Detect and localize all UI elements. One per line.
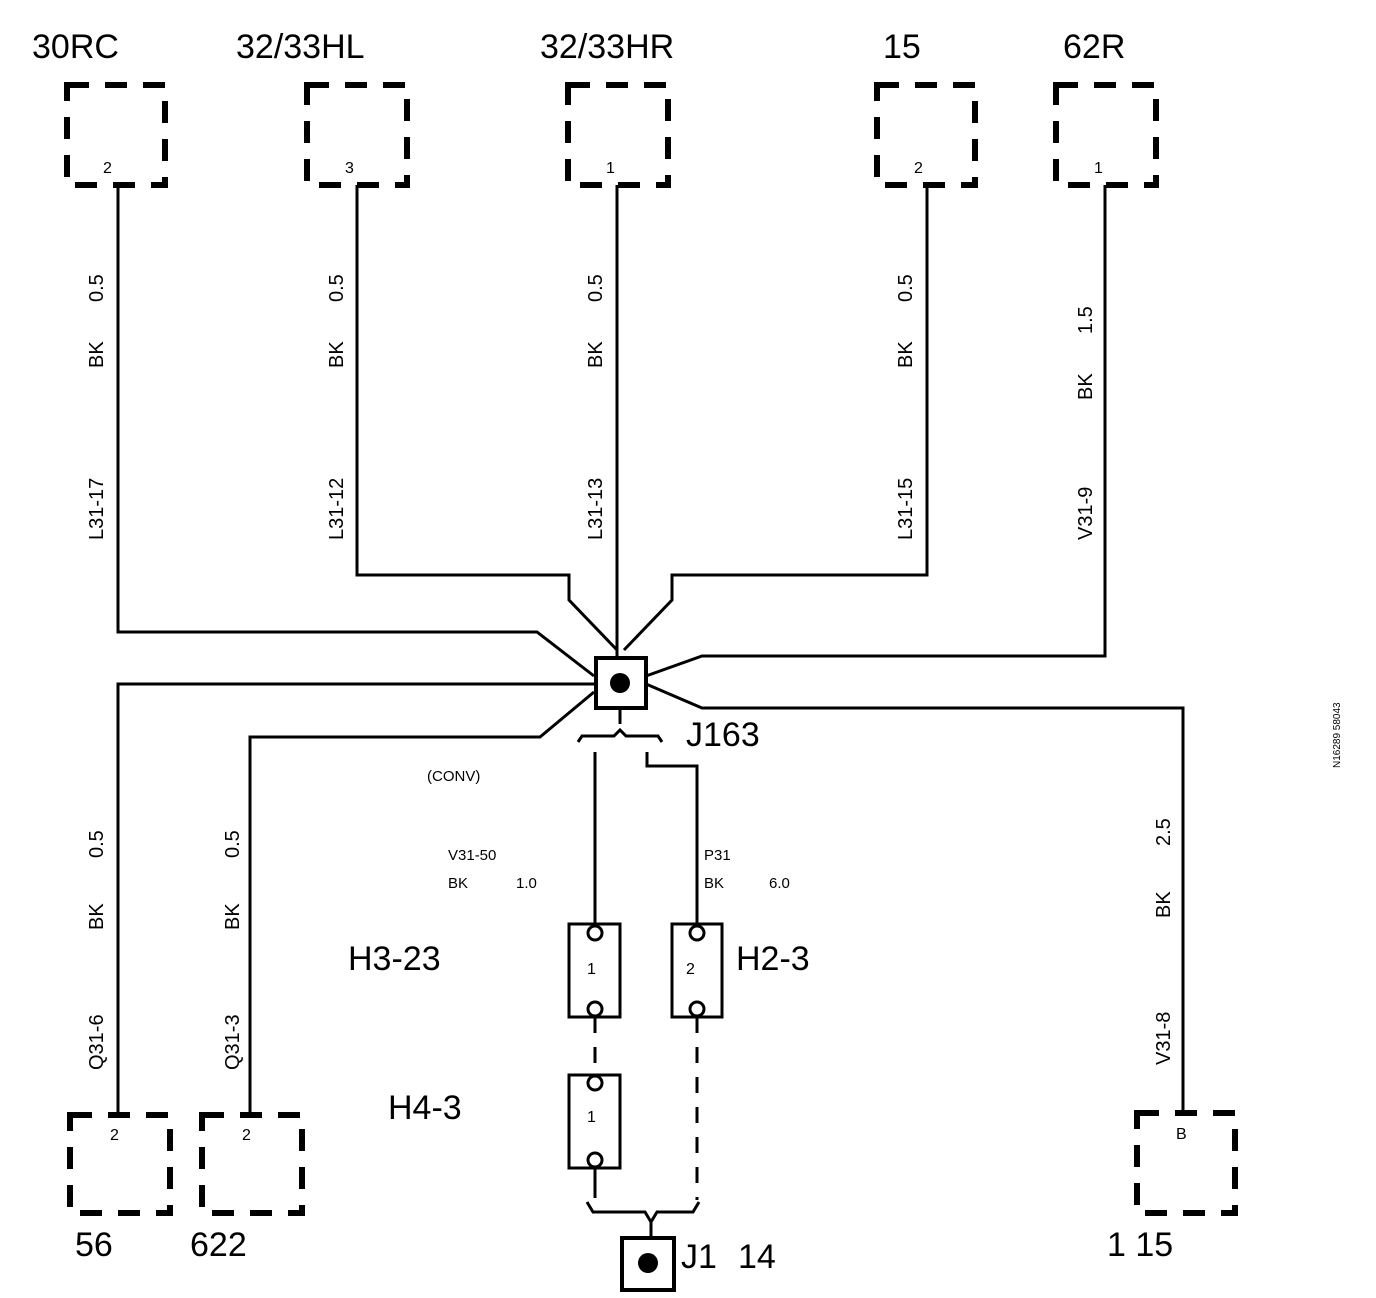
wire-circuit: L31-15 xyxy=(895,478,917,540)
wire-l31-15: 0.5 BK L31-15 xyxy=(622,185,929,652)
wire-circuit: V31-9 xyxy=(1075,487,1097,540)
wire-color: BK xyxy=(86,341,108,368)
pin-number: 1 xyxy=(606,160,615,177)
connector-label: 56 xyxy=(75,1226,113,1264)
wire-l31-12: 0.5 BK L31-12 xyxy=(326,185,619,652)
wire-v31-50: V31-50 BK 1.0 xyxy=(448,752,597,924)
fuse-label: H3-23 xyxy=(348,940,441,978)
fuse-label: H2-3 xyxy=(736,940,810,978)
wire-color: BK xyxy=(448,875,468,892)
connector-30rc: 30RC 2 xyxy=(32,28,168,188)
ground-dot xyxy=(638,1253,658,1273)
fuse-h4-3: 1 H4-3 xyxy=(388,1073,622,1170)
wire-color: BK xyxy=(585,341,607,368)
fuse-h2-3: 2 H2-3 xyxy=(670,922,810,1019)
connector-label: 622 xyxy=(190,1226,247,1264)
ground-label: J1 xyxy=(681,1238,717,1276)
fuse-h3-23: 1 H3-23 xyxy=(348,922,622,1019)
wire-color: BK xyxy=(86,903,108,930)
wire-size: 0.5 xyxy=(86,830,108,858)
conv-note: (CONV) xyxy=(427,768,480,785)
wire-color: BK xyxy=(1075,373,1097,400)
wire-circuit: Q31-3 xyxy=(222,1014,244,1070)
connector-label: 62R xyxy=(1063,28,1125,66)
wire-size: 0.5 xyxy=(585,274,607,302)
connector-32-33hl: 32/33HL 3 xyxy=(236,28,410,188)
connector-label: 1 15 xyxy=(1107,1226,1173,1264)
fuse-number: 2 xyxy=(686,961,695,978)
connector-label: 30RC xyxy=(32,28,119,66)
wire-size: 1.0 xyxy=(516,875,537,892)
wire-size: 6.0 xyxy=(769,875,790,892)
connector-62r: 62R 1 xyxy=(1053,28,1159,188)
fuse-label: H4-3 xyxy=(388,1089,462,1127)
brace-j1 xyxy=(585,1201,701,1225)
splice-j163: J163 xyxy=(594,656,760,754)
pin-number: 2 xyxy=(110,1127,119,1144)
wire-circuit: V31-50 xyxy=(448,847,496,864)
connector-1-15: B 1 15 xyxy=(1107,1110,1238,1264)
wire-l31-17: 0.5 BK L31-17 xyxy=(86,185,595,678)
wire-circuit: P31 xyxy=(704,847,731,864)
wire-circuit: L31-13 xyxy=(585,478,607,540)
connector-622: 2 622 xyxy=(190,1112,305,1264)
wire-size: 0.5 xyxy=(895,274,917,302)
wire-circuit: Q31-6 xyxy=(86,1014,108,1070)
connector-label: 15 xyxy=(883,28,921,66)
pin-number: 3 xyxy=(345,160,354,177)
pin-number: 2 xyxy=(103,160,112,177)
wire-color: BK xyxy=(1153,891,1175,918)
brace-j163 xyxy=(576,727,664,743)
wire-circuit: V31-8 xyxy=(1153,1012,1175,1065)
wire-circuit: L31-12 xyxy=(326,478,348,540)
wire-size: 0.5 xyxy=(326,274,348,302)
wire-color: BK xyxy=(704,875,724,892)
wire-color: BK xyxy=(326,341,348,368)
wire-circuit: L31-17 xyxy=(86,478,108,540)
wire-q31-6: 0.5 BK Q31-6 xyxy=(86,682,594,1115)
wire-size: 2.5 xyxy=(1153,818,1175,846)
pin-number: 1 xyxy=(1094,160,1103,177)
wire-size: 0.5 xyxy=(222,830,244,858)
pin-number: B xyxy=(1176,1126,1187,1143)
connector-56: 2 56 xyxy=(67,1112,173,1264)
splice-dot xyxy=(610,673,630,693)
fuse-number: 1 xyxy=(587,1109,596,1126)
ground-j1: J1 14 xyxy=(620,1236,776,1292)
ground-number: 14 xyxy=(738,1238,776,1276)
pin-number: 2 xyxy=(914,160,923,177)
fuse-number: 1 xyxy=(587,961,596,978)
wire-color: BK xyxy=(895,341,917,368)
pin-number: 2 xyxy=(242,1127,251,1144)
connector-label: 32/33HR xyxy=(540,28,674,66)
wire-size: 0.5 xyxy=(86,274,108,302)
splice-label: J163 xyxy=(686,716,760,754)
document-id: N16289 58043 xyxy=(1332,702,1343,768)
wire-v31-8: 2.5 BK V31-8 xyxy=(645,682,1185,1115)
wire-v31-9: 1.5 BK V31-9 xyxy=(645,185,1107,678)
wire-p31: P31 BK 6.0 xyxy=(645,752,790,924)
wire-l31-13: 0.5 BK L31-13 xyxy=(585,185,619,656)
connector-32-33hr: 32/33HR 1 xyxy=(540,28,674,188)
wire-q31-3: 0.5 BK Q31-3 xyxy=(222,690,595,1115)
connector-label: 32/33HL xyxy=(236,28,365,66)
connector-15: 15 2 xyxy=(874,28,978,188)
wire-color: BK xyxy=(222,903,244,930)
wire-size: 1.5 xyxy=(1075,306,1097,334)
